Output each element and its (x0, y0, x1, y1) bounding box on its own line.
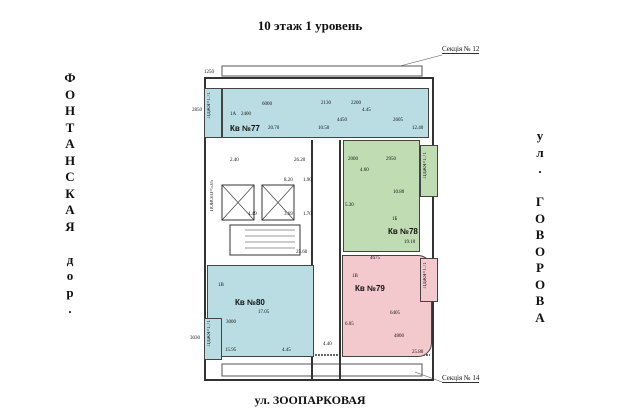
dimension: 6405 (390, 311, 400, 316)
room-area: 8.20 (284, 178, 293, 183)
dimension: 3000 (226, 320, 236, 325)
street-letter: О (534, 243, 546, 259)
street-letter: о (66, 268, 74, 283)
room-area: 12.40 (412, 126, 424, 131)
balcony-78 (420, 145, 438, 197)
room-area: 10.50 (318, 126, 330, 131)
room-area: 5.30 (345, 203, 354, 208)
dimension: 2000 (348, 157, 358, 162)
dimension: 6000 (262, 102, 272, 107)
street-letter: Н (64, 103, 76, 118)
dimension: 2850 (192, 108, 202, 113)
street-letter: л (536, 144, 544, 160)
floor-title: 10 этаж 1 уровень (257, 18, 363, 33)
room-area: 25.60 (296, 250, 308, 255)
dimension: 4800 (394, 334, 404, 339)
apartment-77[interactable] (222, 88, 429, 138)
street-letter: К (65, 185, 75, 201)
room-area: 1.90 (303, 178, 312, 183)
dimension: 4450 (337, 118, 347, 123)
room-area: 3.69 (284, 212, 293, 217)
room-area: 17.05 (258, 310, 270, 315)
section-label-top: Секція № 12 (442, 45, 480, 54)
room-area: 4.40 (323, 342, 332, 347)
street-letter: А (65, 202, 75, 217)
street-letter: Р (536, 260, 544, 275)
street-letter: . (68, 301, 72, 316)
street-letter: А (65, 136, 75, 151)
street-letter: Н (64, 152, 76, 168)
dimension: 2130 (321, 101, 331, 106)
dimension: 2400 (241, 112, 251, 117)
room-area: 1.70 (303, 212, 312, 217)
street-letter: С (65, 169, 75, 184)
dimension: 3030 (190, 336, 200, 341)
street-letter: О (64, 86, 76, 102)
room-area: 4.49 (248, 212, 257, 217)
street-letter: у (536, 128, 544, 143)
apartment-label: Кв №78 (388, 227, 418, 236)
apartment-label: Кв №80 (235, 298, 265, 307)
balcony-80 (204, 318, 222, 360)
balcony-label: ЛДЖЯ=1.71 (423, 262, 428, 289)
street-letter: О (534, 210, 546, 226)
room-area: 26.20 (294, 158, 306, 163)
street-letter: В (535, 227, 545, 242)
room-area: 6.05 (345, 322, 354, 327)
apartment-label: Кв №79 (355, 284, 385, 293)
street-letter: д (66, 251, 74, 267)
street-letter: . (538, 161, 542, 176)
balcony-label: ЛДЖЯ=1.71 (207, 92, 212, 119)
dimension: 2950 (386, 157, 396, 162)
street-letter: Г (535, 194, 545, 209)
apartment-type: 1Б (392, 217, 398, 222)
room-area: 10.80 (393, 190, 405, 195)
apartment-label: Кв №77 (230, 124, 260, 133)
apartment-type: 1В (352, 274, 358, 279)
street-letter: Я (65, 218, 75, 234)
balcony-label: ЛДЖЯ=1.71 (423, 152, 428, 179)
dimension: 4675 (370, 256, 380, 261)
street-letter: О (534, 276, 546, 292)
street-letter: А (535, 309, 545, 325)
street-label-bottom: ул. ЗООПАРКОВАЯ (254, 393, 366, 407)
room-area: 15.95 (225, 348, 237, 353)
balcony-79 (420, 258, 438, 302)
room-area: 4.60 (360, 168, 369, 173)
apartment-79[interactable] (342, 255, 432, 357)
room-area: 4.45 (282, 348, 291, 353)
street-letter: Ф (64, 70, 76, 85)
street-letter: В (535, 293, 545, 308)
street-letter: Т (65, 119, 75, 135)
apartment-type: 1В (218, 283, 224, 288)
room-area: 2.40 (230, 158, 239, 163)
room-area: 25.80 (412, 350, 424, 355)
street-letter: р (66, 284, 74, 300)
corridor-label: ПОВОЛЗ=5.05 (210, 180, 215, 212)
dimension: 2605 (393, 118, 403, 123)
dimension: 1250 (204, 70, 214, 75)
balcony-label: ЛДЖЯ=1.71 (207, 320, 212, 347)
room-area: 20.70 (268, 126, 280, 131)
room-area: 4.45 (362, 108, 371, 113)
balcony-77 (204, 88, 222, 138)
section-label-bottom: Секція № 14 (442, 374, 480, 383)
apartment-type: 1А (230, 112, 237, 117)
apartment-78[interactable] (343, 140, 420, 252)
dimension: 2200 (351, 101, 361, 106)
room-area: 19.10 (404, 240, 416, 245)
apartment-80[interactable] (207, 265, 314, 357)
